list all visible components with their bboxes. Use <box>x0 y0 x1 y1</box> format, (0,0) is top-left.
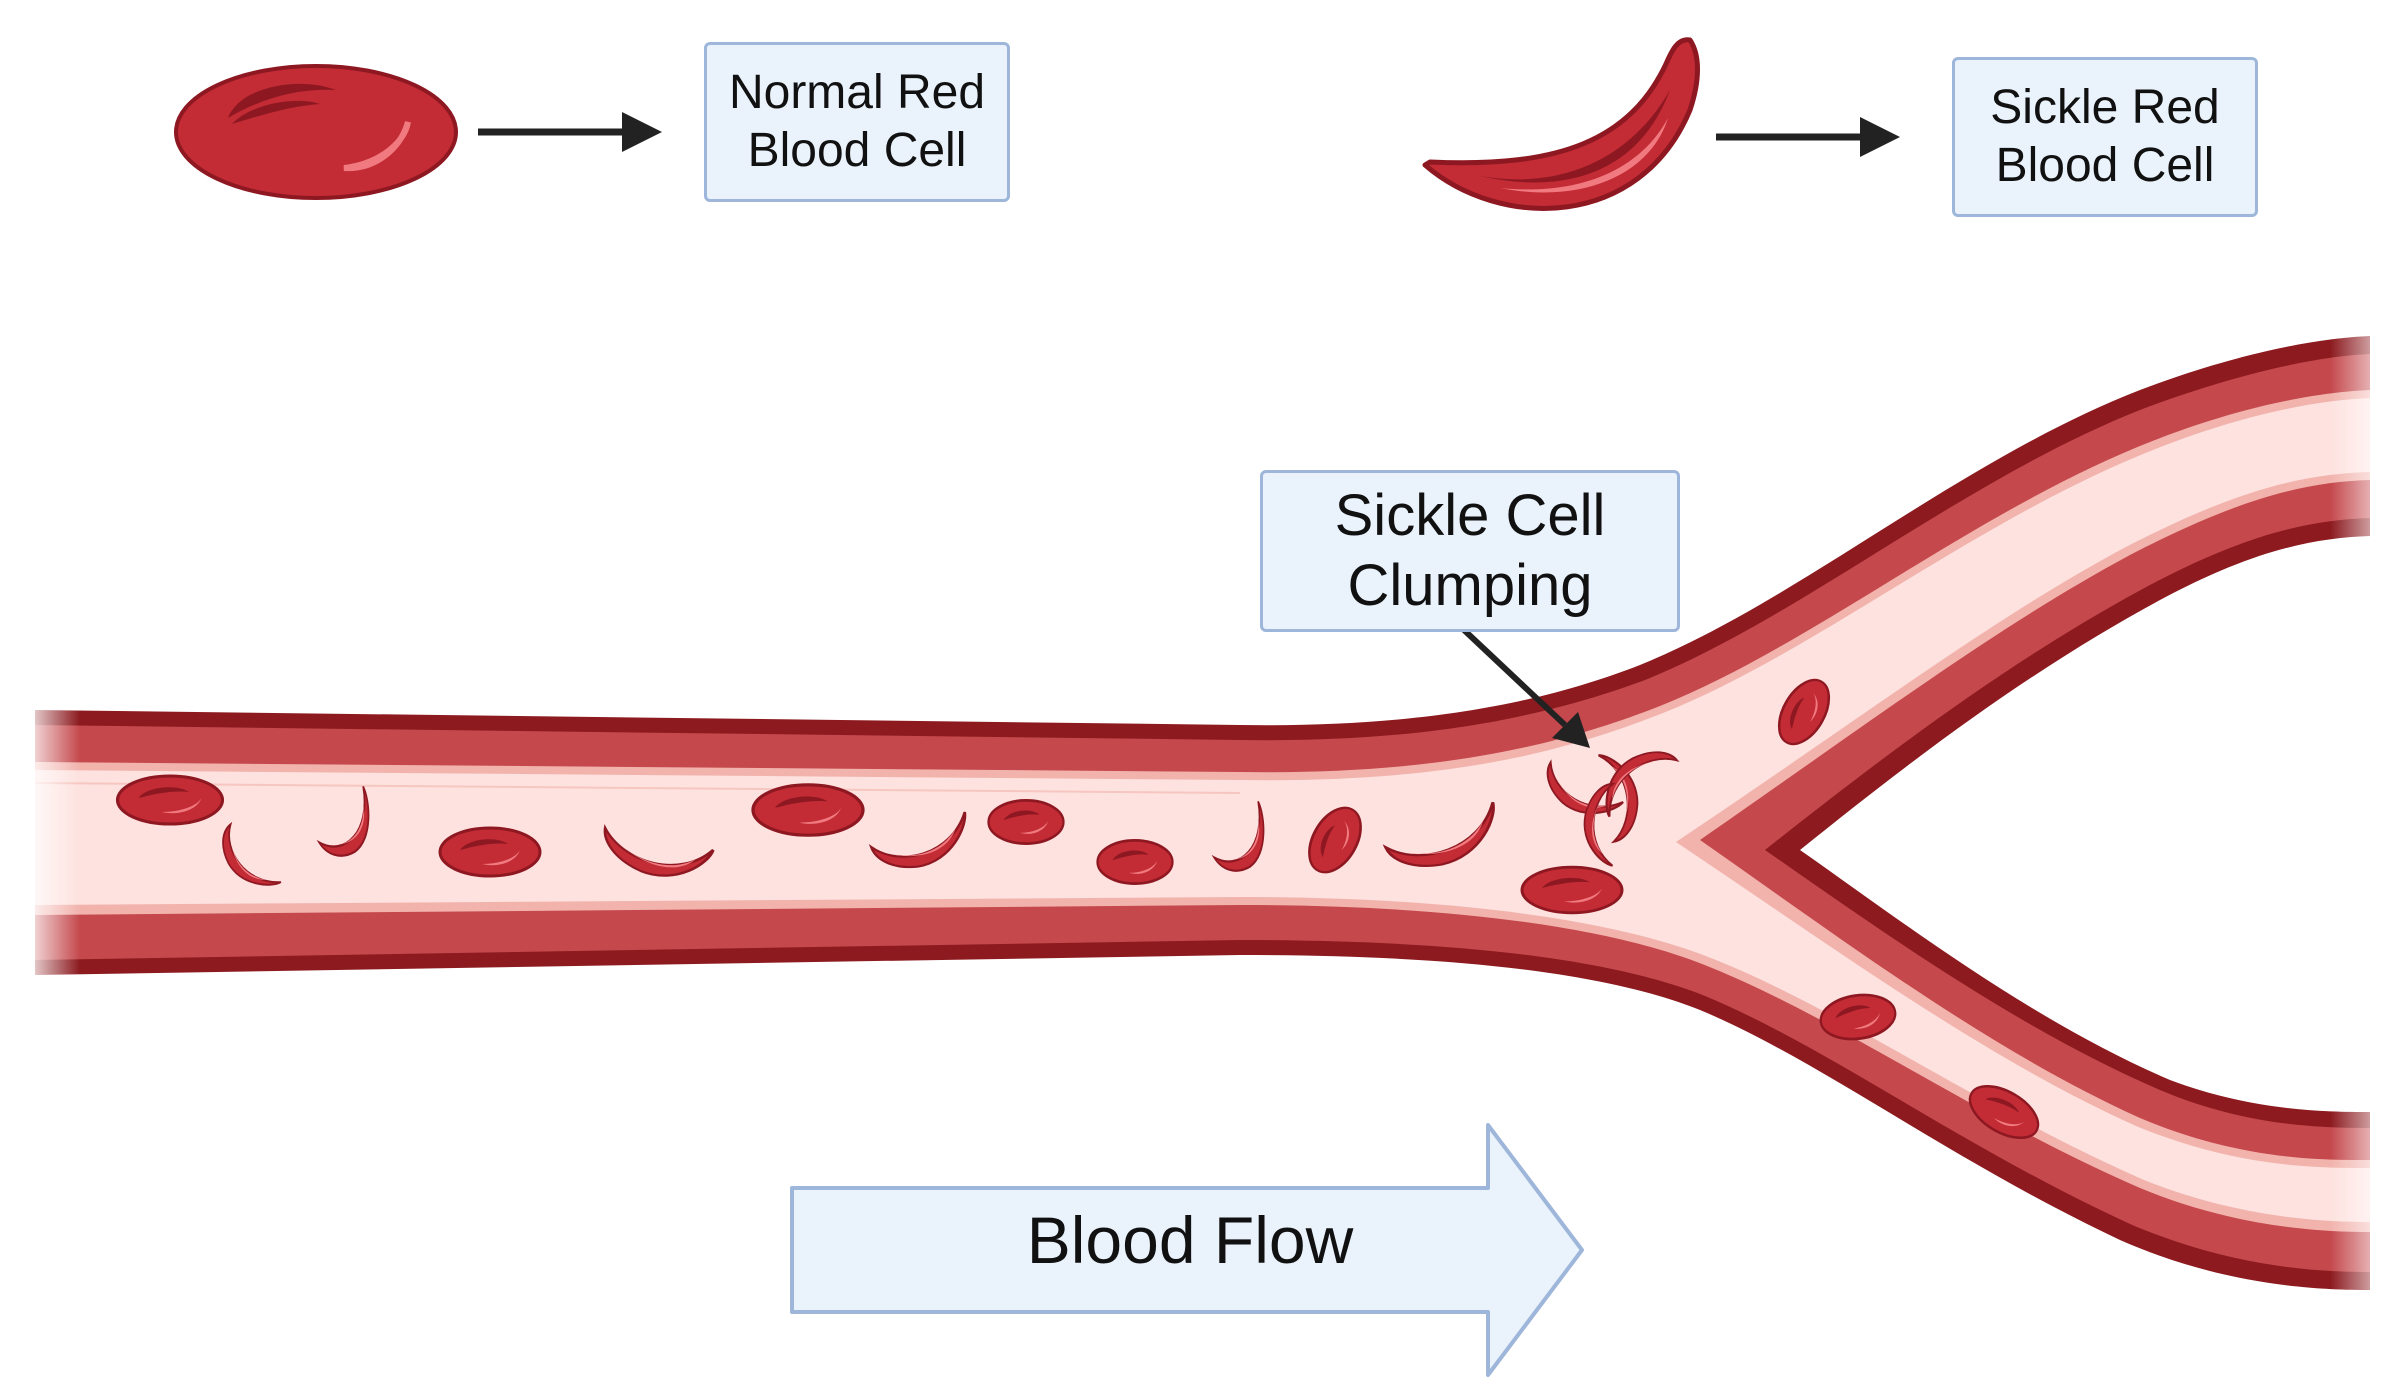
clumping-pointer-arrow-icon <box>1461 627 1590 748</box>
sickle-cell-clumping-text: Sickle Cell Clumping <box>1334 483 1606 618</box>
vessel-normal-cell <box>1096 839 1174 885</box>
sickle-red-blood-cell-text: Sickle Red Blood Cell <box>1990 81 2220 192</box>
vessel-normal-cell <box>438 826 542 878</box>
sickle-cell-arrow-icon <box>1716 117 1900 157</box>
blood-vessel <box>20 320 2400 1320</box>
vessel-normal-cell <box>115 774 225 826</box>
sickle-cell-clumping-label: Sickle Cell Clumping <box>1260 470 1680 632</box>
normal-red-blood-cell-label: Normal Red Blood Cell <box>704 42 1010 202</box>
normal-red-blood-cell-text: Normal Red Blood Cell <box>728 66 986 177</box>
vessel-normal-cell <box>987 799 1065 845</box>
normal-cell-arrow-icon <box>478 112 662 152</box>
vessel-normal-cell <box>1520 865 1624 915</box>
sickle-red-blood-cell-icon <box>1422 37 1700 211</box>
vessel-normal-cell <box>751 783 865 837</box>
sickle-red-blood-cell-label: Sickle Red Blood Cell <box>1952 57 2258 217</box>
normal-red-blood-cell-icon <box>174 64 458 200</box>
blood-flow-label: Blood Flow <box>1026 1203 1354 1277</box>
blood-flow-arrow-icon <box>790 1123 1584 1377</box>
